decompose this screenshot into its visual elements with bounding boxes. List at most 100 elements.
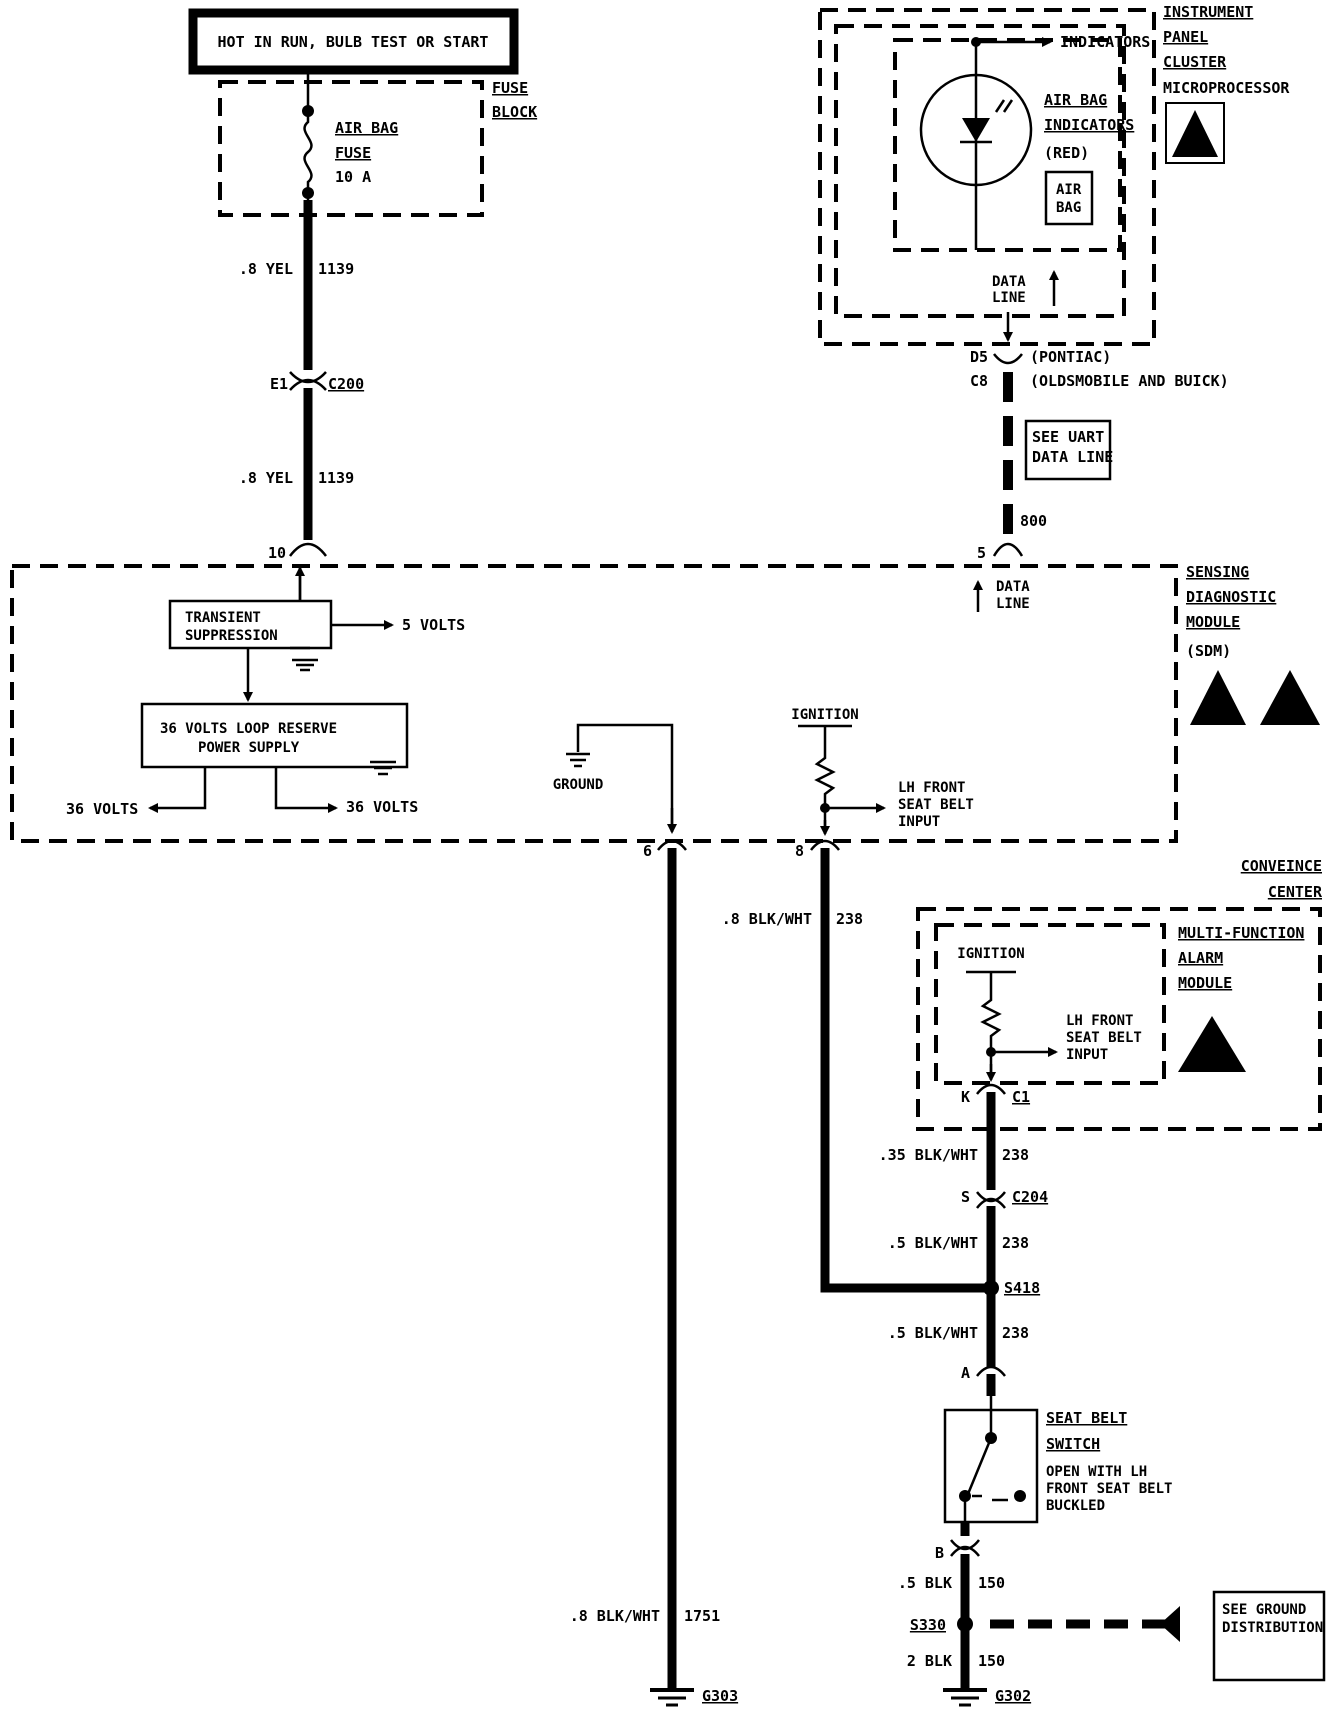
ipc-airbag-ind-3: (RED) <box>1044 144 1089 162</box>
conv-lh-2: SEAT BELT <box>1066 1030 1142 1046</box>
esd-warning-icon-1 <box>1190 670 1246 725</box>
ipc-airbag-box-2: BAG <box>1056 200 1081 216</box>
switch-label-1: SEAT BELT <box>1046 1409 1127 1427</box>
conv-lh-3: INPUT <box>1066 1047 1108 1063</box>
sdm-label-4: (SDM) <box>1186 642 1231 660</box>
sdm-pin6-connector <box>657 839 687 851</box>
c1-pin: K <box>961 1088 970 1106</box>
ipc-pin-c8: C8 <box>970 372 988 390</box>
switch-desc-1: OPEN WITH LH <box>1046 1464 1147 1480</box>
switch-label-2: SWITCH <box>1046 1435 1100 1453</box>
ipc-data-1: DATA <box>992 274 1026 290</box>
sdm-pin6-label: 6 <box>643 842 652 860</box>
conv-lh-1: LH FRONT <box>1066 1013 1133 1029</box>
w150-a-num: 150 <box>978 1574 1005 1592</box>
conv-mod-3: MODULE <box>1178 974 1232 992</box>
ground-distribution-box <box>1212 1590 1326 1682</box>
sdm-pin8-label: 8 <box>795 842 804 860</box>
c204-name: C204 <box>1012 1188 1048 1206</box>
sdm-transient-2: SUPPRESSION <box>185 628 278 644</box>
convenience-center: CONVEINCE CENTER MULTI-FUNCTION ALARM MO… <box>916 857 1323 1131</box>
c200-male <box>289 378 327 391</box>
switch-desc-3: BUCKLED <box>1046 1498 1105 1514</box>
sensing-diagnostic-module: SENSING DIAGNOSTIC MODULE (SDM) TRANSIEN… <box>10 563 1320 843</box>
switch-desc-2: FRONT SEAT BELT <box>1046 1481 1172 1497</box>
c1-name: C1 <box>1012 1088 1030 1106</box>
uart-box <box>1024 419 1112 481</box>
airbag-box <box>1044 170 1094 226</box>
sdm-pin8-connector <box>810 839 840 851</box>
sdm-36v-right: 36 VOLTS <box>346 798 418 816</box>
ground-symbol <box>566 752 590 768</box>
ipc-label-1: INSTRUMENT <box>1163 3 1253 21</box>
reserve-power-box <box>140 702 409 769</box>
w1751-size: .8 BLK/WHT <box>570 1607 660 1625</box>
sdm-reserve-1: 36 VOLTS LOOP RESERVE <box>160 721 337 737</box>
s330-label: S330 <box>910 1616 946 1634</box>
sdm-label-1: SENSING <box>1186 563 1249 581</box>
wire-238-sdm: 8 .8 BLK/WHT 238 <box>722 839 990 1293</box>
seat-belt-switch: SEAT BELT SWITCH OPEN WITH LH FRONT SEAT… <box>943 1396 1172 1524</box>
ipc-label-4: MICROPROCESSOR <box>1163 79 1290 97</box>
airbag-lamp-circle <box>919 73 1033 187</box>
fuse-rating: 10 A <box>335 168 371 186</box>
power-title: HOT IN RUN, BULB TEST OR START <box>218 33 489 51</box>
ipc-data-2: LINE <box>992 290 1026 306</box>
fuse-label-2: FUSE <box>335 144 371 162</box>
w238-b-num: 238 <box>1002 1146 1029 1164</box>
wire-238-alarm: .35 BLK/WHT 238 S C204 .5 BLK/WHT 238 S4… <box>879 1092 1048 1396</box>
g302-label: G302 <box>995 1687 1031 1705</box>
c1-connector <box>976 1083 1006 1095</box>
fuse-symbol <box>303 74 313 200</box>
sdm-transient-1: TRANSIENT <box>185 610 261 626</box>
sdm-ground: GROUND <box>553 777 604 793</box>
ipc-airbag-box-1: AIR <box>1056 182 1082 198</box>
splice-s418 <box>983 1280 999 1296</box>
w238-b-size: .35 BLK/WHT <box>879 1146 978 1164</box>
sdm-data-1: DATA <box>996 579 1030 595</box>
fuse-block-label-1: FUSE <box>492 79 528 97</box>
power-source-box: HOT IN RUN, BULB TEST OR START <box>188 8 519 75</box>
s418-label: S418 <box>1004 1279 1040 1297</box>
w238-c-size: .5 BLK/WHT <box>888 1234 978 1252</box>
sdm-lh-1: LH FRONT <box>898 780 965 796</box>
sdm-ignition: IGNITION <box>791 707 858 723</box>
sdm-pin5-connector <box>992 542 1024 557</box>
sdm-pin5-label: 5 <box>977 544 986 562</box>
fuse-label-1: AIR BAG <box>335 119 398 137</box>
wire-800-data: SEE UART DATA LINE 800 5 <box>977 372 1113 562</box>
ground-dist-2: DISTRIBUTION <box>1222 1620 1323 1636</box>
sdm-label-2: DIAGNOSTIC <box>1186 588 1276 606</box>
w1139-top-num: 1139 <box>318 260 354 278</box>
sdm-five-volts: 5 VOLTS <box>402 616 465 634</box>
instrument-panel-cluster: INSTRUMENT PANEL CLUSTER MICROPROCESSOR … <box>818 3 1290 390</box>
wire-1751: 6 .8 BLK/WHT 1751 G303 <box>570 839 738 1707</box>
uart-line1: SEE UART <box>1032 428 1104 446</box>
w1139-bot-num: 1139 <box>318 469 354 487</box>
switch-pin-a-connector <box>976 1365 1006 1377</box>
ipc-connector <box>993 353 1023 365</box>
conv-label-1: CONVEINCE <box>1241 857 1322 875</box>
conv-label-2: CENTER <box>1268 883 1323 901</box>
conv-mod-1: MULTI-FUNCTION <box>1178 924 1304 942</box>
sdm-pin10-label: 10 <box>268 544 286 562</box>
uart-line2: DATA LINE <box>1032 448 1113 466</box>
ground-g302 <box>943 1688 987 1707</box>
splice-s330 <box>957 1616 973 1632</box>
ipc-label-3: CLUSTER <box>1163 53 1227 71</box>
esd-warning-icon <box>1165 102 1225 164</box>
ipc-pin-d5: D5 <box>970 348 988 366</box>
c200-name: C200 <box>328 375 364 393</box>
ipc-airbag-ind-1: AIR BAG <box>1044 91 1107 109</box>
c204-female <box>976 1191 1006 1203</box>
w238-c-num: 238 <box>1002 1234 1029 1252</box>
light-rays-icon <box>994 99 1014 113</box>
w238-a-size: .8 BLK/WHT <box>722 910 812 928</box>
sdm-reserve-2: POWER SUPPLY <box>198 740 300 756</box>
sdm-lh-2: SEAT BELT <box>898 797 974 813</box>
esd-warning-icon-3 <box>1178 1016 1246 1072</box>
ground-symbol <box>370 760 396 776</box>
conv-ignition: IGNITION <box>957 946 1024 962</box>
switch-pin-b: B <box>935 1544 944 1562</box>
